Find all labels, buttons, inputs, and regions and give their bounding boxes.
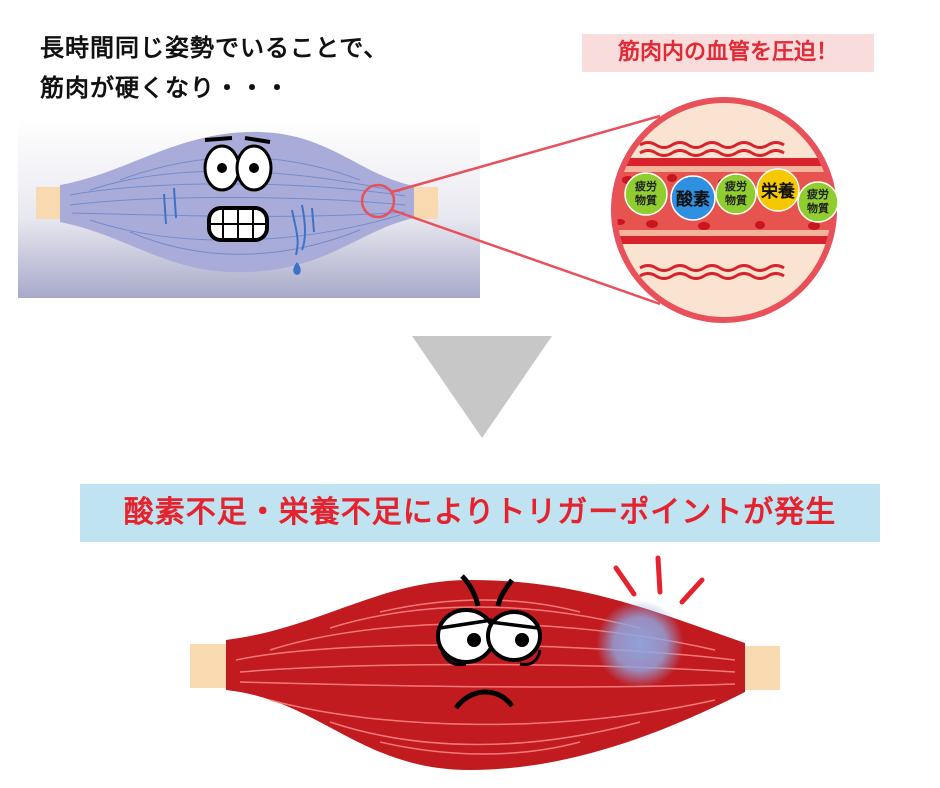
trigger-point-banner: 酸素不足・栄養不足によりトリガーポイントが発生 (80, 484, 880, 542)
bubble-oxygen: 酸素 (670, 175, 716, 221)
bubble-fatigue-3-line2: 物質 (807, 201, 829, 215)
pain-lines-icon (613, 555, 705, 605)
down-arrow-icon (412, 336, 552, 438)
tendon-right-bottom (742, 646, 780, 690)
bubble-fatigue-1-line2: 物質 (635, 193, 657, 207)
bubble-oxygen-text: 酸素 (676, 189, 710, 210)
top-caption: 長時間同じ姿勢でいることで、 筋肉が硬くなり・・・ (40, 28, 388, 108)
tendon-left-bottom (190, 644, 228, 688)
magnified-vessel: 疲労 物質 酸素 疲労 物質 栄養 疲労 物質 (611, 97, 839, 323)
bubble-fatigue-1-line1: 疲労 (635, 179, 657, 193)
tense-face (203, 136, 273, 242)
tense-muscle-body (60, 131, 414, 273)
vessel-compression-label: 筋肉内の血管を圧迫！ (582, 34, 874, 72)
bubble-fatigue-3-line1: 疲労 (807, 187, 829, 201)
bubble-fatigue-2-line2: 物質 (725, 193, 747, 207)
sad-face (436, 574, 542, 710)
highlight-ring-small (360, 183, 396, 219)
bubble-fatigue-2: 疲労 物質 (715, 173, 757, 215)
bubble-nutrition-text: 栄養 (760, 181, 795, 202)
red-muscle (190, 555, 780, 770)
bubble-fatigue-1: 疲労 物質 (624, 172, 668, 216)
trigger-point (596, 600, 684, 688)
bubble-fatigue-3: 疲労 物質 (797, 181, 839, 223)
tense-muscle (36, 131, 438, 275)
bubble-fatigue-2-line1: 疲労 (725, 179, 747, 193)
top-caption-line2: 筋肉が硬くなり・・・ (40, 74, 290, 102)
top-caption-line1: 長時間同じ姿勢でいることで、 (40, 34, 389, 62)
bubble-nutrition: 栄養 (756, 168, 800, 212)
